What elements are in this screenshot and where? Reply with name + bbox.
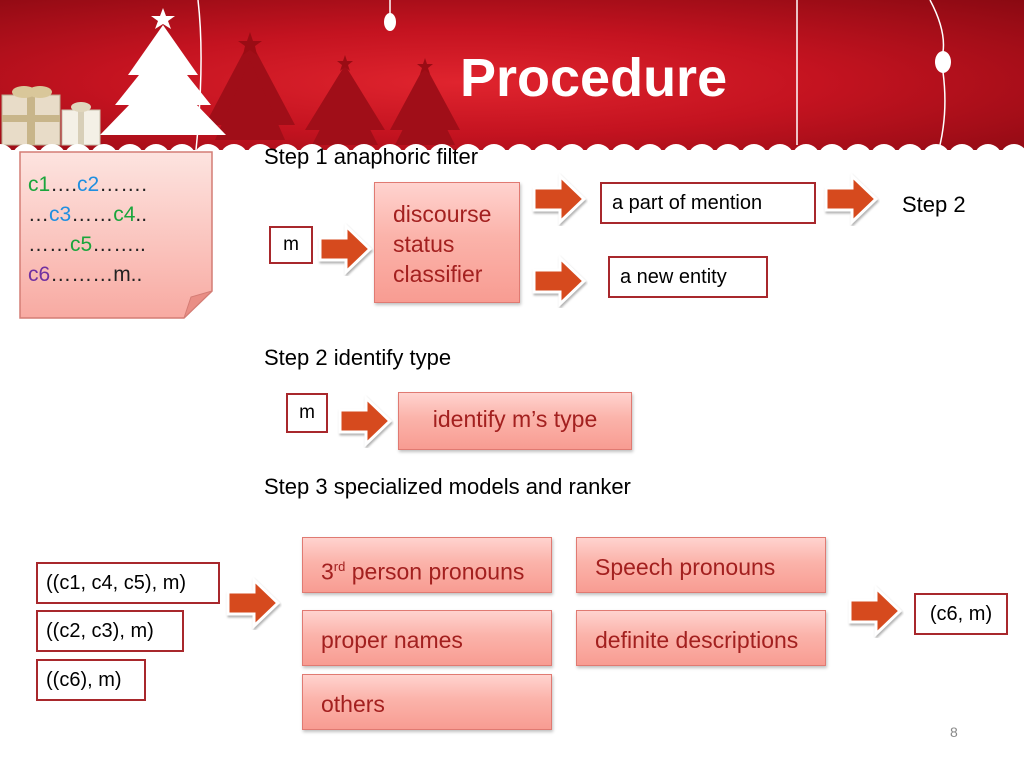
page-number: 8 <box>950 724 958 740</box>
step1-heading: Step 1 anaphoric filter <box>264 144 479 169</box>
header-scallop-edge <box>0 144 1024 155</box>
classifier-line-3: classifier <box>393 261 483 287</box>
candidate-1: ((c1, c4, c5), m) <box>36 562 220 604</box>
note-line-4: c6………m.. <box>28 263 143 286</box>
slide-title: Procedure <box>460 48 728 108</box>
model-proper-names: proper names <box>302 610 552 666</box>
sticky-note-text: c1….c2……. …c3……c4.. ……c5…….. c6………m.. <box>28 170 204 290</box>
result-box: (c6, m) <box>914 593 1008 635</box>
step3-heading: Step 3 specialized models and ranker <box>264 474 631 499</box>
part-of-mention-box: a part of mention <box>600 182 816 224</box>
new-entity-box: a new entity <box>608 256 768 298</box>
arrow-right-icon <box>226 576 281 630</box>
arrow-right-icon <box>318 222 373 276</box>
sticky-note <box>19 151 213 319</box>
model-definite-descriptions: definite descriptions <box>576 610 826 666</box>
arrow-right-icon <box>338 394 393 448</box>
step1-input-m: m <box>269 226 313 264</box>
christmas-decoration <box>1 0 951 150</box>
classifier-line-2: status <box>393 231 455 257</box>
note-line-3: ……c5…….. <box>28 233 146 256</box>
slide-header <box>0 0 1024 150</box>
identify-type-box: identify m’s type <box>398 392 632 450</box>
candidate-2: ((c2, c3), m) <box>36 610 184 652</box>
arrow-right-icon <box>848 584 903 638</box>
third-person-num: 3 <box>321 558 334 585</box>
arrow-right-icon <box>532 172 587 226</box>
note-line-2: …c3……c4.. <box>28 203 148 226</box>
model-speech-pronouns: Speech pronouns <box>576 537 826 593</box>
step2-heading: Step 2 identify type <box>264 345 452 370</box>
note-line-1: c1….c2……. <box>28 173 148 196</box>
next-step-label: Step 2 <box>902 192 966 217</box>
arrow-right-icon <box>824 172 879 226</box>
third-person-rest: person pronouns <box>345 558 525 585</box>
arrow-right-icon <box>532 254 587 308</box>
discourse-status-classifier-box: discourse status classifier <box>374 182 520 303</box>
model-others: others <box>302 674 552 730</box>
candidate-3: ((c6), m) <box>36 659 146 701</box>
classifier-line-1: discourse <box>393 201 492 227</box>
model-third-person-pronouns: 3rd person pronouns <box>302 537 552 593</box>
step2-input-m: m <box>286 393 328 433</box>
third-person-sup: rd <box>333 559 346 574</box>
